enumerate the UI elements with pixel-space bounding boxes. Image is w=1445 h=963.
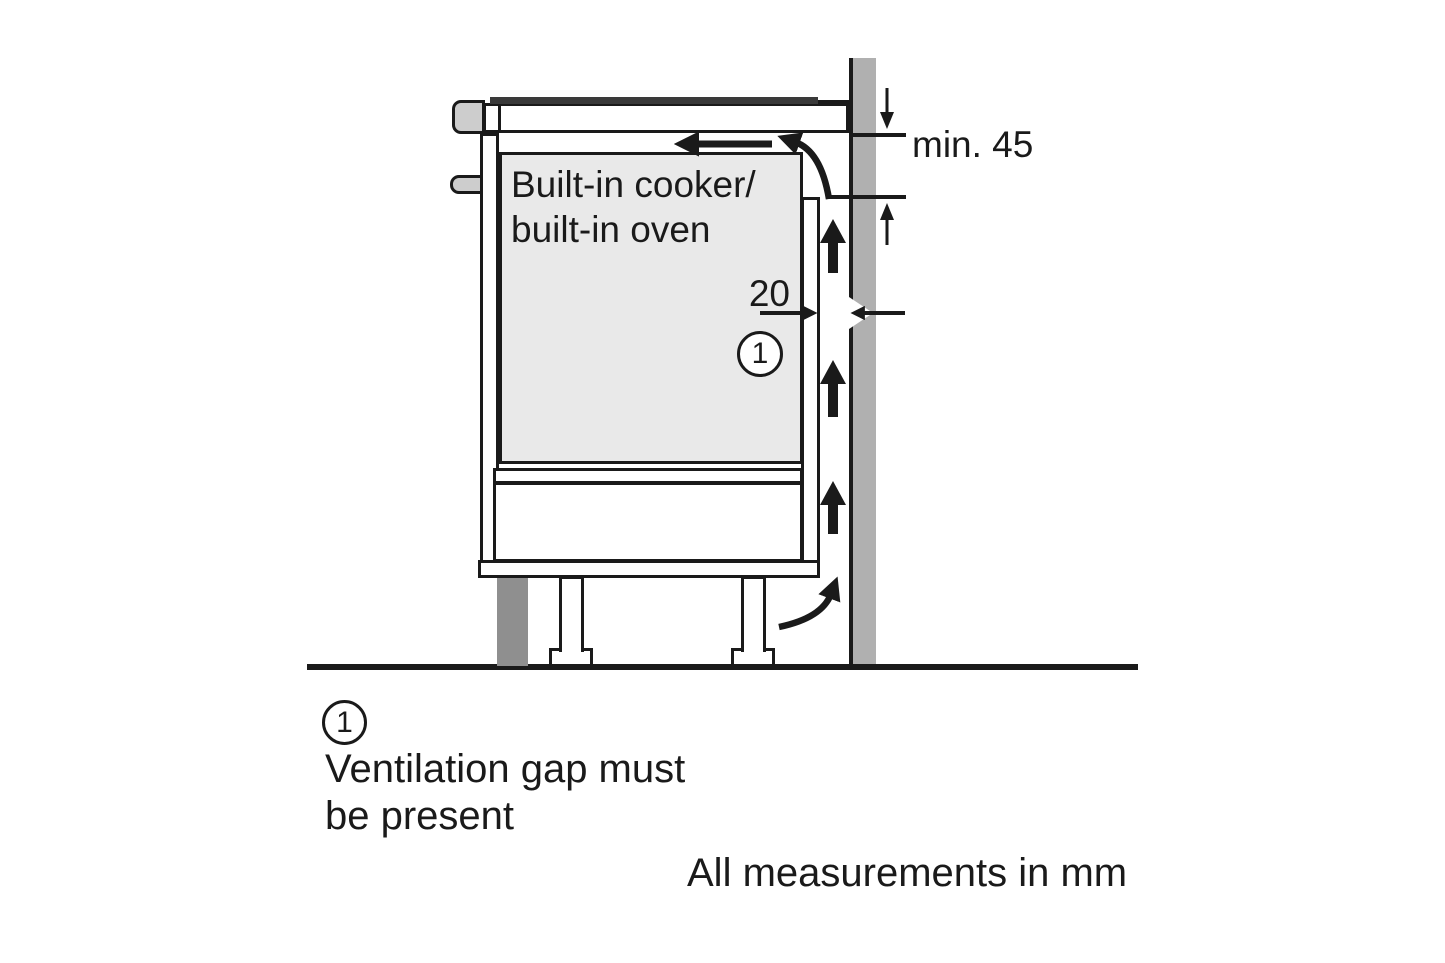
dim-arrow-up-icon [880,203,894,245]
airflow-up-arrow-2 [820,360,846,417]
footnote-units: All measurements in mm [687,851,1128,895]
dim-arrow-down-icon [880,88,894,129]
callout-1-badge: 1 [737,331,783,377]
dim-rear-gap-label: 20 [748,273,790,314]
cabinet-bottom-panel [478,560,820,578]
hob-surface-strip [490,97,818,104]
legend-1-badge: 1 [322,700,367,745]
adjustable-leg-front [559,576,584,652]
callout-1-number: 1 [751,337,769,370]
oven-rear-vent-panel [801,197,820,577]
dim-top-clearance-label: min. 45 [912,124,1034,165]
wall [849,58,876,666]
hob-left-trim [452,100,485,134]
airflow-inlet-arrow [778,576,841,631]
airflow-up-arrow-3 [820,481,846,534]
floor-line [307,664,1138,670]
airflow-up-arrow-1 [820,219,846,273]
legend-text: Ventilation gap must be present [325,747,686,838]
adjustable-leg-rear [741,576,766,652]
drawer-panel [493,482,803,562]
appliance-label: Built-in cooker/ built-in oven [511,164,756,250]
hob-edge-line [498,106,501,130]
plinth-post [497,578,528,666]
oven-handle [450,175,484,194]
legend-1-number: 1 [336,705,353,739]
worktop-band [483,103,849,133]
oven-body [499,152,803,464]
